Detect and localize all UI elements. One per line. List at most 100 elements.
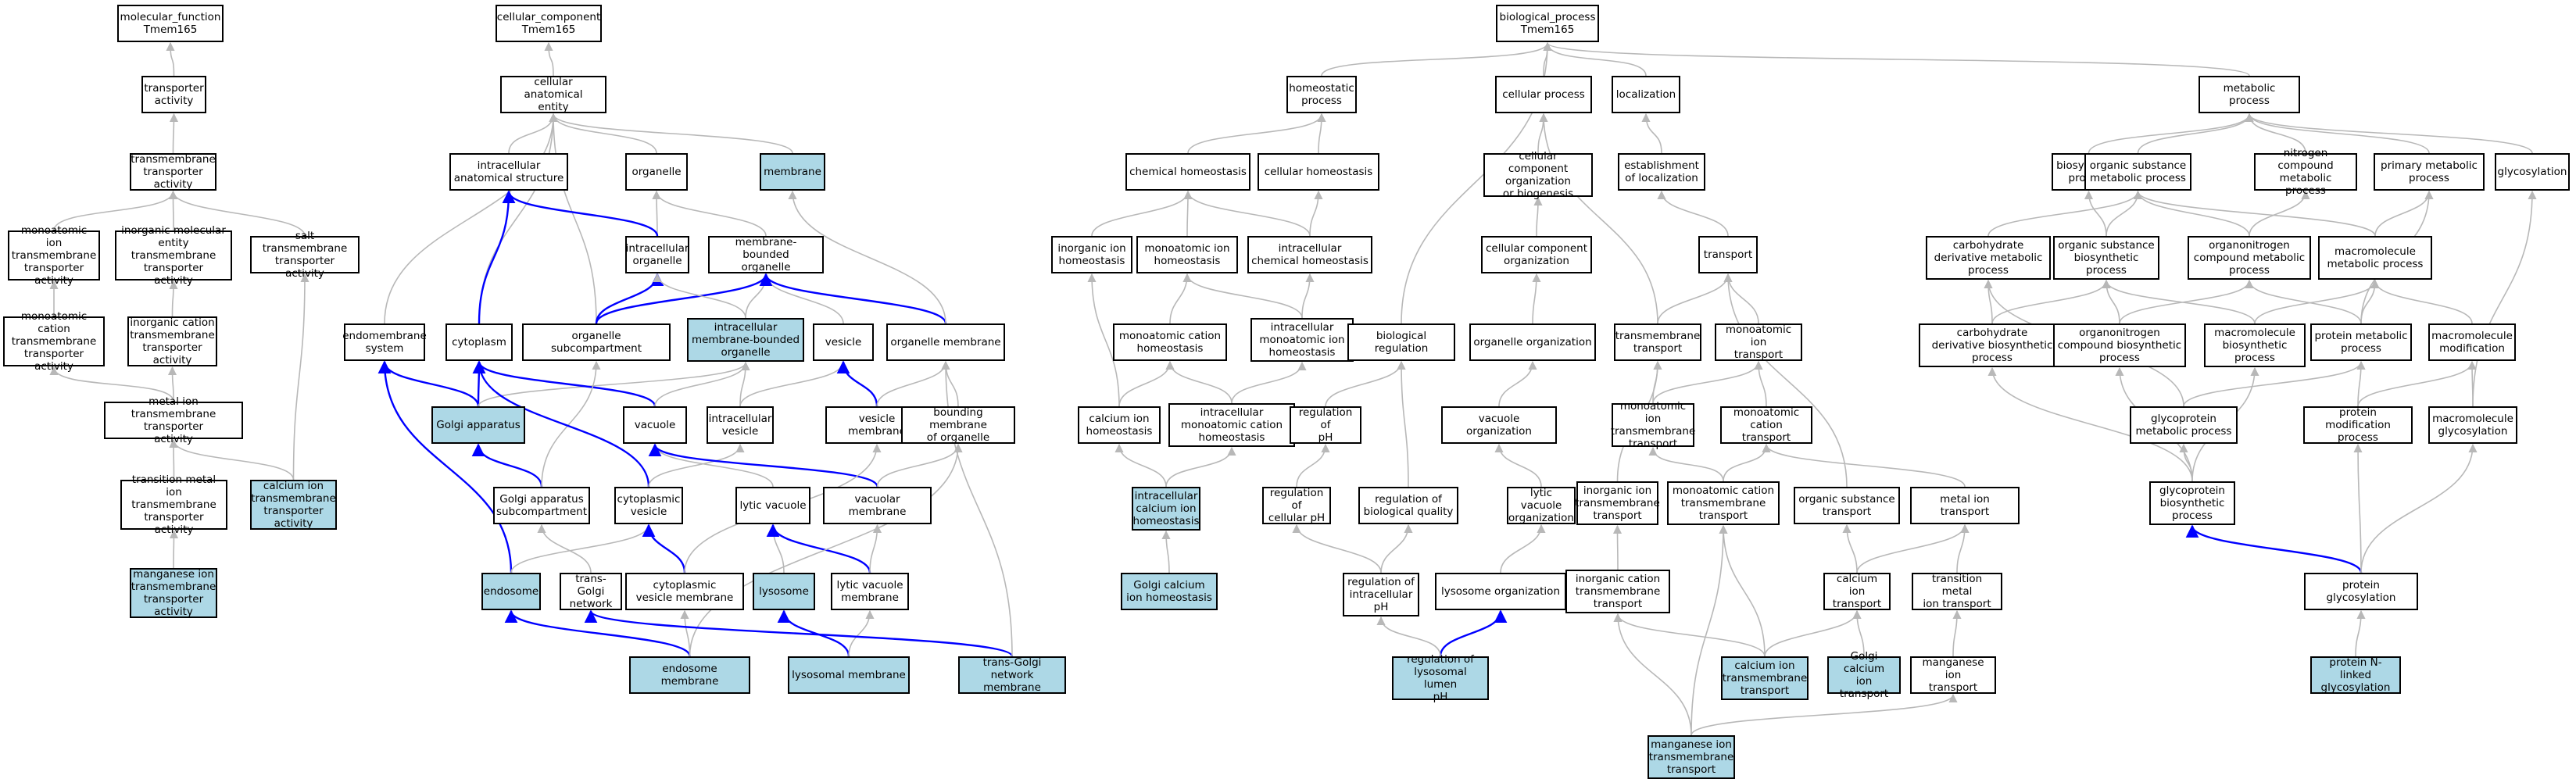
node-calcium-ion-tm-activity[interactable]: calcium ion transmembrane transporter ac… (250, 480, 337, 530)
node-inorganic-ion-homeostasis[interactable]: inorganic ion homeostasis (1051, 236, 1132, 273)
node-cellular-process[interactable]: cellular process (1495, 76, 1592, 113)
node-intracellular-monoatomic-cation-homeostasis[interactable]: intracellular monoatomic cation homeosta… (1168, 403, 1295, 447)
node-carbohydrate-derivative-biosynthetic[interactable]: carbohydrate derivative biosynthetic pro… (1919, 323, 2066, 367)
node-monoatomic-ion-homeostasis[interactable]: monoatomic ion homeostasis (1136, 236, 1238, 273)
node-cc-organization[interactable]: cellular component organization or bioge… (1483, 150, 1593, 200)
node-monoatomic-cation-tm-transport[interactable]: monoatomic cation transmembrane transpor… (1667, 481, 1780, 525)
node-regulation-lysosomal-ph[interactable]: regulation of lysosomal lumen pH (1392, 653, 1489, 703)
node-vacuolar-membrane[interactable]: vacuolar membrane (823, 487, 932, 524)
node-bounding-membrane[interactable]: bounding membrane of organelle (901, 406, 1015, 444)
node-macromolecule-biosynthetic[interactable]: macromolecule biosynthetic process (2204, 323, 2306, 367)
node-tm-transporter-activity[interactable]: transmembrane transporter activity (130, 153, 216, 191)
node-manganese-ion-transport[interactable]: manganese ion transport (1910, 656, 1996, 694)
node-intracellular-anatomical-structure[interactable]: intracellular anatomical structure (449, 153, 568, 191)
node-intracellular-monoatomic-ion-homeostasis[interactable]: intracellular monoatomic ion homeostasis (1250, 318, 1354, 362)
node-regulation-of-ph[interactable]: regulation of pH (1290, 406, 1361, 444)
node-organelle-membrane[interactable]: organelle membrane (886, 323, 1005, 361)
node-lysosome[interactable]: lysosome (753, 573, 815, 610)
node-organelle[interactable]: organelle (625, 153, 688, 191)
node-monoatomic-ion-tm[interactable]: monoatomic ion transmembrane transporter… (8, 224, 100, 287)
node-cytoplasmic-vesicle[interactable]: cytoplasmic vesicle (614, 487, 683, 524)
node-carbohydrate-derivative-metabolic[interactable]: carbohydrate derivative metabolic proces… (1926, 236, 2051, 280)
node-organic-substance-metabolic[interactable]: organic substance metabolic process (2084, 153, 2191, 191)
node-intracellular-chemical-homeostasis[interactable]: intracellular chemical homeostasis (1247, 236, 1372, 273)
node-glycosylation[interactable]: glycosylation (2495, 153, 2570, 191)
node-organonitrogen-metabolic[interactable]: organonitrogen compound metabolic proces… (2188, 236, 2311, 280)
node-endosome-membrane[interactable]: endosome membrane (629, 656, 750, 694)
node-inorganic-ion-tm-transport[interactable]: inorganic ion transmembrane transport (1575, 481, 1660, 525)
node-cc[interactable]: cellular_component Tmem165 (496, 5, 602, 42)
node-macromolecule-metabolic[interactable]: macromolecule metabolic process (2318, 236, 2432, 280)
node-macromolecule-modification[interactable]: macromolecule modification (2428, 323, 2516, 361)
node-monoatomic-ion-tm-transport[interactable]: monoatomic ion transmembrane transport (1610, 400, 1696, 450)
node-protein-modification[interactable]: protein modification process (2303, 406, 2413, 444)
node-membrane-bounded-organelle[interactable]: membrane-bounded organelle (708, 236, 824, 273)
node-salt-tm[interactable]: salt transmembrane transporter activity (250, 230, 360, 280)
node-biological-regulation[interactable]: biological regulation (1347, 323, 1455, 361)
node-intracellular-calcium-ion-homeostasis[interactable]: intracellular calcium ion homeostasis (1132, 487, 1200, 531)
node-transition-metal-ion-transport[interactable]: transition metal ion transport (1912, 573, 2002, 610)
node-chemical-homeostasis[interactable]: chemical homeostasis (1125, 153, 1250, 191)
node-lytic-vacuole[interactable]: lytic vacuole (735, 487, 810, 524)
node-intracellular-vesicle[interactable]: intracellular vesicle (707, 406, 774, 444)
node-primary-metabolic[interactable]: primary metabolic process (2374, 153, 2485, 191)
node-manganese-ion-tm-activity[interactable]: manganese ion transmembrane transporter … (130, 568, 217, 618)
node-cellular-homeostasis[interactable]: cellular homeostasis (1258, 153, 1379, 191)
node-intracellular-mb-organelle[interactable]: intracellular membrane-bounded organelle (687, 318, 804, 362)
node-metal-ion-transport[interactable]: metal ion transport (1910, 487, 2020, 524)
node-lysosomal-membrane[interactable]: lysosomal membrane (788, 656, 910, 694)
node-transition-metal-tm[interactable]: transition metal ion transmembrane trans… (120, 473, 227, 536)
node-intracellular-organelle[interactable]: intracellular organelle (625, 236, 689, 273)
node-membrane[interactable]: membrane (760, 153, 825, 191)
node-organelle-subcompartment[interactable]: organelle subcompartment (522, 323, 671, 361)
node-organic-substance-biosynthetic[interactable]: organic substance biosynthetic process (2053, 236, 2159, 280)
node-monoatomic-cation-transport[interactable]: monoatomic cation transport (1720, 406, 1812, 444)
node-protein-glycosylation[interactable]: protein glycosylation (2304, 573, 2418, 610)
node-nitrogen-compound-metabolic[interactable]: nitrogen compound metabolic process (2254, 147, 2357, 197)
node-inorganic-cation-tm[interactable]: inorganic cation transmembrane transport… (127, 316, 217, 366)
node-endomembrane-system[interactable]: endomembrane system (342, 323, 427, 361)
node-organic-substance-transport[interactable]: organic substance transport (1794, 487, 1900, 524)
node-cellular-component-organization[interactable]: cellular component organization (1481, 236, 1592, 273)
node-mf[interactable]: molecular_function Tmem165 (117, 5, 224, 42)
node-regulation-of-cellular-ph[interactable]: regulation of cellular pH (1262, 487, 1331, 524)
node-metal-ion-tm[interactable]: metal ion transmembrane transporter acti… (104, 395, 243, 445)
node-trans-golgi-network[interactable]: trans-Golgi network (560, 573, 622, 610)
node-monoatomic-cation-homeostasis[interactable]: monoatomic cation homeostasis (1113, 323, 1227, 361)
node-glycoprotein-biosynthetic[interactable]: glycoprotein biosynthetic process (2149, 481, 2235, 525)
node-glycoprotein-metabolic[interactable]: glycoprotein metabolic process (2130, 406, 2238, 444)
node-monoatomic-ion-transport[interactable]: monoatomic ion transport (1715, 323, 1802, 361)
node-lytic-vacuole-organization[interactable]: lytic vacuole organization (1507, 487, 1576, 524)
node-calcium-ion-transport[interactable]: calcium ion transport (1823, 573, 1891, 610)
node-golgi-calcium-homeostasis[interactable]: Golgi calcium ion homeostasis (1121, 573, 1218, 610)
node-lytic-vacuole-membrane[interactable]: lytic vacuole membrane (831, 573, 909, 610)
node-establishment-localization[interactable]: establishment of localization (1618, 153, 1705, 191)
node-golgi-calcium-transport[interactable]: Golgi calcium ion transport (1827, 650, 1901, 700)
node-cytoplasmic-vesicle-membrane[interactable]: cytoplasmic vesicle membrane (625, 573, 744, 610)
node-golgi-subcompartment[interactable]: Golgi apparatus subcompartment (493, 487, 590, 524)
node-calcium-ion-tm-transport[interactable]: calcium ion transmembrane transport (1721, 656, 1809, 700)
node-vesicle[interactable]: vesicle (813, 323, 874, 361)
node-transmembrane-transport[interactable]: transmembrane transport (1614, 323, 1701, 361)
node-inorganic-cation-tm-transport[interactable]: inorganic cation transmembrane transport (1565, 570, 1670, 613)
node-vacuole[interactable]: vacuole (623, 406, 687, 444)
node-endosome[interactable]: endosome (481, 573, 541, 610)
node-macromolecule-glycosylation[interactable]: macromolecule glycosylation (2428, 406, 2517, 444)
node-lysosome-organization[interactable]: lysosome organization (1435, 573, 1566, 610)
node-transport[interactable]: transport (1698, 236, 1758, 273)
node-organelle-organization[interactable]: organelle organization (1469, 323, 1596, 361)
node-regulation-of-biological-quality[interactable]: regulation of biological quality (1358, 487, 1458, 524)
node-cytoplasm[interactable]: cytoplasm (445, 323, 513, 361)
node-calcium-ion-homeostasis[interactable]: calcium ion homeostasis (1078, 406, 1161, 444)
node-vacuole-organization[interactable]: vacuole organization (1441, 406, 1557, 444)
node-inorganic-molecular-tm[interactable]: inorganic molecular entity transmembrane… (115, 224, 232, 287)
node-bp[interactable]: biological_process Tmem165 (1496, 5, 1599, 42)
node-protein-metabolic[interactable]: protein metabolic process (2310, 323, 2412, 361)
node-manganese-ion-tm-transport[interactable]: manganese ion transmembrane transport (1648, 735, 1735, 779)
node-organonitrogen-biosynthetic[interactable]: organonitrogen compound biosynthetic pro… (2053, 323, 2186, 367)
node-homeostatic-process[interactable]: homeostatic process (1286, 76, 1357, 113)
node-tgn-membrane[interactable]: trans-Golgi network membrane (958, 656, 1066, 694)
node-regulation-of-intracellular-ph[interactable]: regulation of intracellular pH (1343, 573, 1419, 616)
node-golgi-apparatus[interactable]: Golgi apparatus (431, 406, 525, 444)
node-localization[interactable]: localization (1612, 76, 1680, 113)
